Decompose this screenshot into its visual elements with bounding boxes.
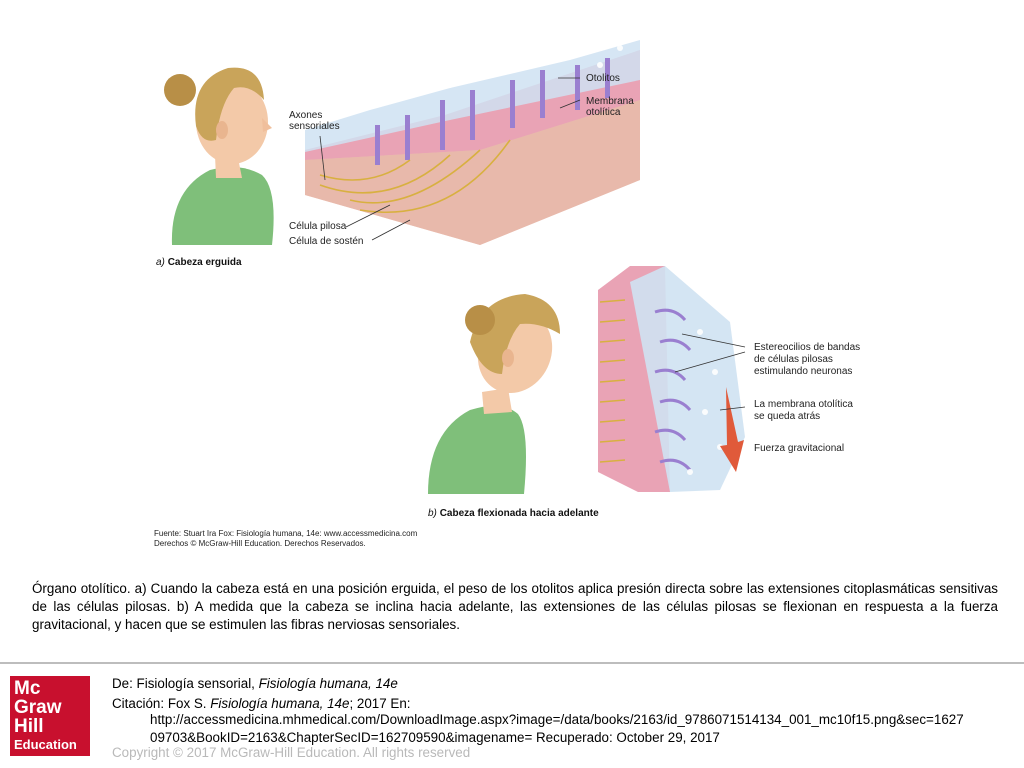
label-estereocilios-line1: Estereocilios de bandas (754, 342, 861, 353)
gravity-arrow (720, 387, 744, 472)
label-membrana-line2: otolítica (586, 107, 621, 118)
logo-line4: Education (14, 737, 77, 752)
panel-a-caption: a) Cabeza erguida (156, 257, 242, 268)
footer-de-line: De: Fisiología sensorial, Fisiología hum… (112, 676, 398, 691)
mcgraw-hill-logo: Mc Graw Hill Education (10, 676, 90, 756)
label-otolitos: Otolitos (586, 73, 620, 84)
logo-line3: Hill (14, 716, 44, 737)
label-celula-sosten: Célula de sostén (289, 236, 364, 247)
label-estereocilios-line2: de células pilosas (754, 354, 833, 365)
footer-de-book: Fisiología humana, 14e (258, 676, 398, 691)
footer-divider (0, 662, 1024, 664)
otolithic-tissue-upright (305, 40, 640, 245)
panel-a-letter: a) (156, 257, 165, 268)
panel-a-illustration (164, 40, 640, 245)
footer-citation-line: Citación: Fox S. Fisiología humana, 14e;… (112, 696, 411, 711)
citation-url-line2[interactable]: 09703&BookID=2163&ChapterSecID=162709590… (150, 730, 720, 745)
logo-line2: Graw (14, 697, 62, 718)
footer-cita-suffix: ; 2017 En: (349, 696, 411, 711)
footer-cita-book: Fisiología humana, 14e (210, 696, 350, 711)
panel-b-caption: b) Cabeza flexionada hacia adelante (428, 508, 599, 519)
label-membrana-atras-line2: se queda atrás (754, 411, 821, 422)
panel-a-title: Cabeza erguida (167, 257, 242, 268)
citation-url-line1[interactable]: http://accessmedicina.mhmedical.com/Down… (150, 712, 964, 727)
otolithic-tissue-flexed (598, 266, 745, 492)
label-membrana-atras-line1: La membrana otolítica (754, 399, 853, 410)
head-flexed-illustration (428, 294, 560, 494)
logo-line1: Mc (14, 678, 41, 699)
figure-source: Fuente: Stuart Ira Fox: Fisiología human… (154, 529, 417, 549)
copyright-text: Copyright © 2017 McGraw-Hill Education. … (112, 745, 471, 760)
panel-b-illustration (428, 266, 746, 494)
label-estereocilios-line3: estimulando neuronas (754, 366, 853, 377)
panel-b-letter: b) (428, 508, 437, 519)
footer-de-prefix: De: Fisiología sensorial, (112, 676, 259, 691)
label-axones-line1: Axones (289, 110, 323, 121)
label-fuerza-gravitacional: Fuerza gravitacional (754, 443, 845, 454)
figure-source-line1: Fuente: Stuart Ira Fox: Fisiología human… (154, 529, 418, 538)
label-axones-line2: sensoriales (289, 121, 340, 132)
panel-b-title: Cabeza flexionada hacia adelante (439, 508, 599, 519)
figure-source-line2: Derechos © McGraw-Hill Education. Derech… (154, 539, 366, 548)
label-celula-pilosa: Célula pilosa (289, 221, 347, 232)
head-upright-illustration (164, 67, 274, 245)
label-membrana-line1: Membrana (586, 96, 634, 107)
figure-caption: Órgano otolítico. a) Cuando la cabeza es… (32, 581, 998, 632)
footer-cita-prefix: Citación: Fox S. (112, 696, 211, 711)
